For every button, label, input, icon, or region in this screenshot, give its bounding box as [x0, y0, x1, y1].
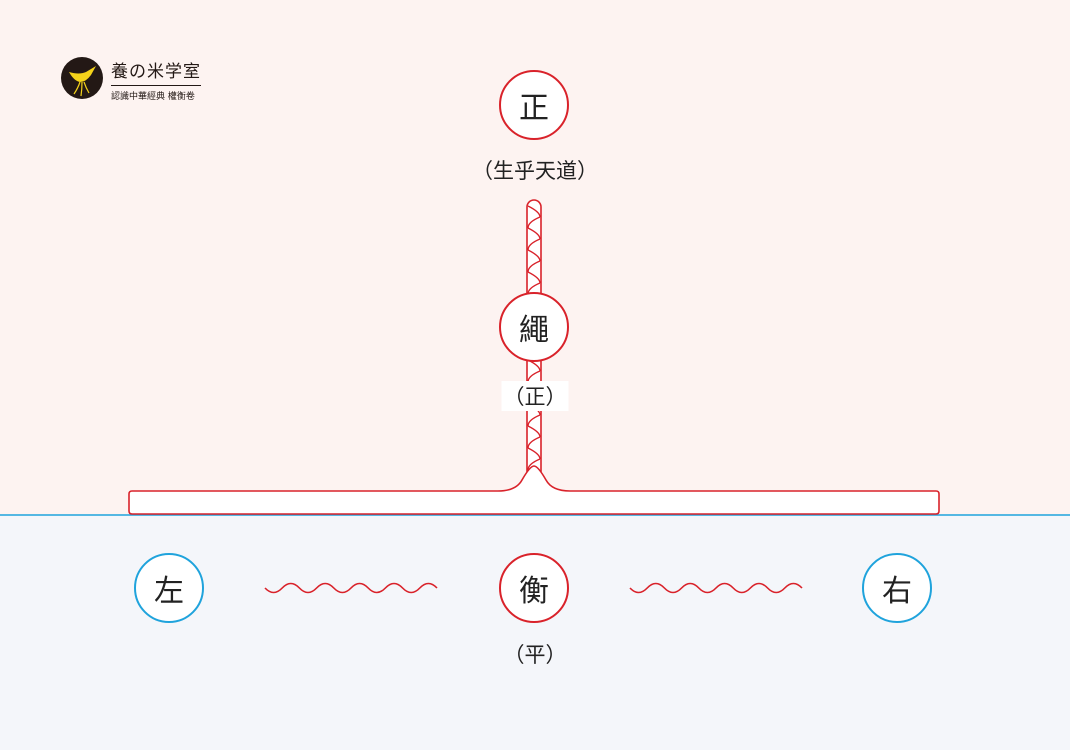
node-heng-note: （平） [503, 643, 567, 667]
logo-bird-icon [61, 57, 103, 99]
balance-beam [128, 465, 940, 515]
node-you: 右 [862, 553, 932, 623]
logo-mark-spacer [61, 59, 103, 101]
node-zheng-top: 正 [499, 70, 569, 140]
wave-left [264, 582, 438, 594]
background-bottom [0, 515, 1070, 750]
wave-right [629, 582, 803, 594]
node-zuo: 左 [134, 553, 204, 623]
node-sheng-note: （正） [501, 381, 569, 411]
logo-subtitle: 認識中華經典 權衡卷 [111, 92, 195, 102]
logo-title: 養の米学室 [111, 57, 201, 86]
node-zheng-top-note: （生乎天道） [472, 159, 598, 183]
logo: 養の米学室 認識中華經典 權衡卷 [61, 57, 201, 102]
logo-text: 養の米学室 認識中華經典 權衡卷 [111, 57, 201, 102]
node-sheng: 繩 [499, 292, 569, 362]
node-heng: 衡 [499, 553, 569, 623]
